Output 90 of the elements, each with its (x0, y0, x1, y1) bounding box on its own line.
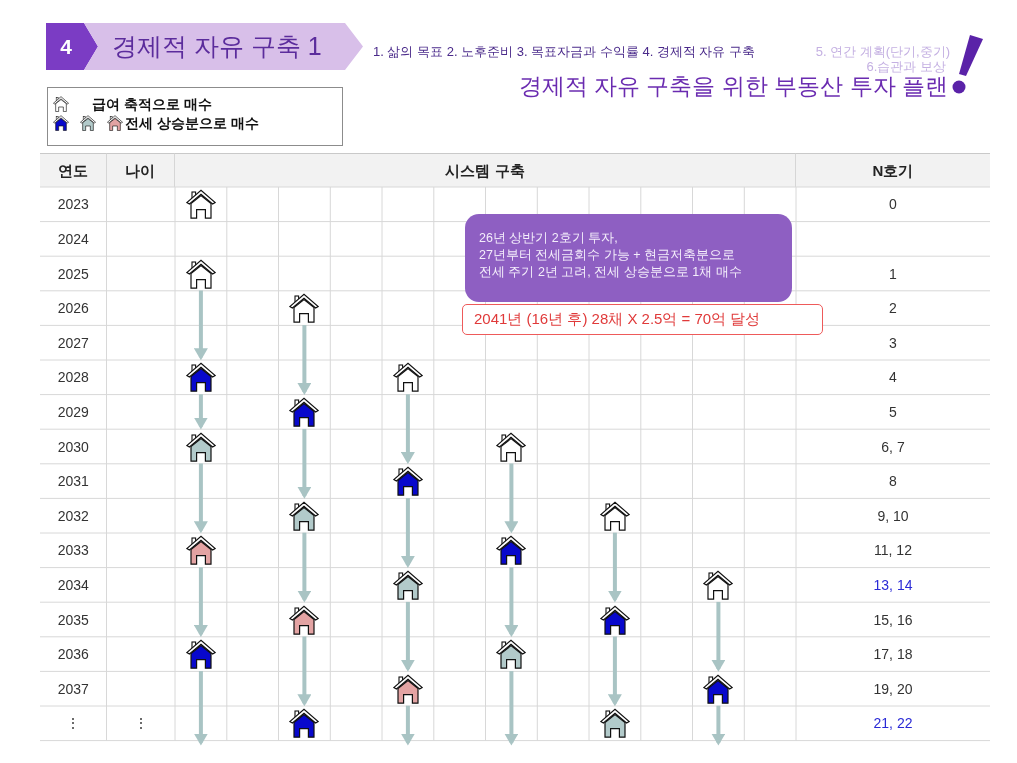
breadcrumb-text: 6.습관과 보상 (866, 59, 946, 75)
chevron-tab: 4 (46, 23, 98, 70)
house-icon (185, 535, 216, 566)
age-label: ⋮ (133, 714, 148, 732)
note-box (465, 214, 792, 302)
year-label: 2030 (57, 438, 89, 455)
house-icon (496, 535, 527, 566)
arrow (193, 290, 208, 361)
house-icon (599, 500, 630, 531)
count-label: 21, 22 (873, 714, 913, 732)
year-label: 2032 (57, 507, 89, 525)
breadcrumb-text: 5. 연간 계획(단기,중기) (815, 44, 950, 60)
arrow (607, 532, 622, 603)
house-icon (703, 569, 734, 600)
year-label: ⋮ (66, 714, 81, 732)
column-header: 시스템 구축 (175, 153, 796, 187)
year-label: 2024 (57, 230, 89, 248)
arrow (193, 463, 208, 534)
arrow (504, 463, 519, 534)
arrow (400, 498, 415, 568)
note-text: 26년 상반기 2호기 투자, (479, 230, 619, 247)
year-label: 2034 (57, 576, 89, 594)
house-icon (392, 362, 423, 393)
year-label: 2025 (57, 265, 89, 282)
arrow (193, 671, 208, 746)
house-icon (289, 708, 320, 739)
arrow (297, 532, 312, 603)
house-icon (289, 396, 320, 427)
arrow (400, 601, 415, 672)
count-label: 17, 18 (873, 645, 913, 663)
house-icon (392, 466, 423, 497)
house-icon (496, 639, 527, 670)
house-icon (185, 258, 216, 289)
year-label: 2029 (57, 403, 89, 421)
arrow (297, 636, 312, 707)
count-label: 11, 12 (874, 541, 912, 559)
count-label: 6, 7 (881, 438, 905, 455)
house-icon (392, 673, 423, 704)
count-label: 3 (889, 334, 897, 352)
note-text: 27년부터 전세금회수 가능 + 현금저축분으로 전세 주기 2년 고려, 전세 상승분으로 1채 매수 (479, 247, 743, 281)
arrow (297, 325, 312, 395)
house-icon (289, 604, 320, 635)
arrow (504, 567, 519, 638)
house-icon (185, 639, 216, 670)
house-icon (496, 431, 527, 462)
house-icon (703, 673, 734, 704)
arrow (400, 705, 415, 746)
arrow (297, 428, 312, 499)
year-label: 2036 (57, 645, 89, 663)
count-label: 15, 16 (873, 611, 913, 628)
arrow (193, 567, 208, 638)
callout-box: 2041년 (16년 후) 28채 X 2.5억 = 70억 달성 (462, 304, 823, 335)
house-icon (185, 431, 216, 462)
legend-text: 급여 축적으로 매수 (92, 95, 212, 113)
year-label: 2037 (57, 680, 89, 698)
count-label: 19, 20 (873, 680, 913, 698)
column-header: 나이 (106, 153, 175, 187)
title-banner: 경제적 자유 구축 1 (84, 23, 363, 70)
year-label: 2033 (57, 541, 89, 559)
year-label: 2031 (57, 472, 89, 490)
year-label: 2028 (57, 368, 89, 386)
count-label: 9, 10 (877, 507, 909, 525)
house-icon (185, 362, 216, 393)
arrow (711, 705, 726, 746)
house-icon (392, 569, 423, 600)
count-label: 13, 14 (873, 576, 913, 594)
legend-text: 전세 상승분으로 매수 (125, 114, 259, 132)
house-icon (185, 189, 216, 220)
arrow (400, 394, 415, 465)
house-icon (289, 293, 320, 324)
page-title: 경제적 자유 구축을 위한 부동산 투자 플랜 (518, 73, 948, 101)
year-label: 2035 (57, 611, 89, 628)
house-icon (289, 500, 320, 531)
year-label: 2027 (57, 334, 89, 352)
year-label: 2023 (57, 195, 89, 213)
year-label: 2026 (57, 299, 89, 317)
count-label: 4 (889, 368, 897, 386)
arrow (193, 394, 208, 430)
count-label: 1 (889, 265, 897, 282)
house-icon (599, 708, 630, 739)
count-label: 5 (889, 403, 897, 421)
column-header: 연도 (40, 153, 107, 187)
arrow (711, 601, 726, 672)
arrow (607, 636, 622, 707)
count-label: 0 (889, 195, 897, 213)
house-icon (599, 604, 630, 635)
column-header: N호기 (796, 153, 990, 187)
arrow (504, 671, 519, 746)
count-label: 2 (889, 299, 897, 317)
count-label: 8 (889, 472, 897, 490)
